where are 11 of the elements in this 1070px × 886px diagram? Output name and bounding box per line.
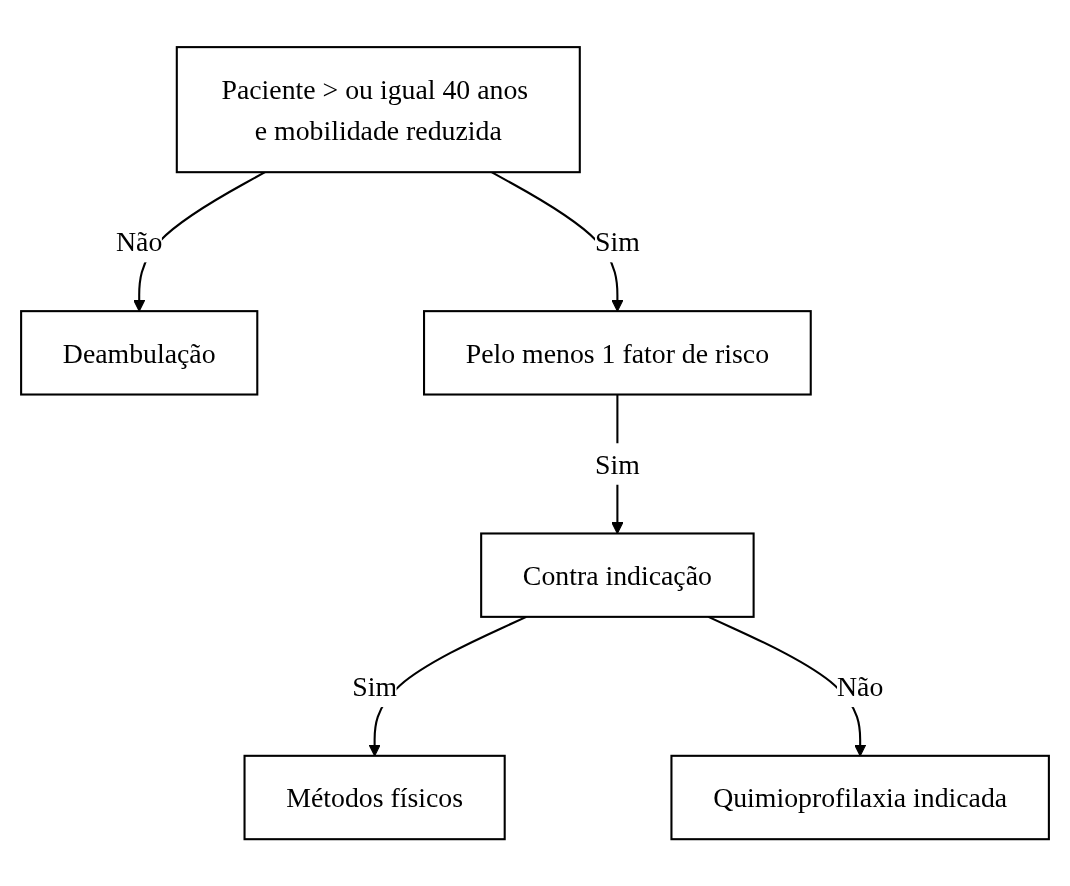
node-box: Quimioprofilaxia indicada — [670, 754, 1050, 841]
edge-label: Sim — [352, 670, 398, 702]
edge-label: Não — [837, 670, 884, 702]
edge-label: Sim — [594, 226, 640, 257]
node-box: Pelo menos 1 fator de risco — [423, 309, 812, 396]
node-box: Deambulação — [20, 309, 259, 396]
edge-label: Não — [116, 226, 163, 257]
node-box: Métodos físicos — [243, 754, 506, 841]
node-box: Paciente > ou igual 40 anos e mobilidade reduzida — [175, 45, 581, 174]
edge-label: Sim — [594, 448, 640, 480]
node-box: Contra indicação — [480, 532, 755, 618]
